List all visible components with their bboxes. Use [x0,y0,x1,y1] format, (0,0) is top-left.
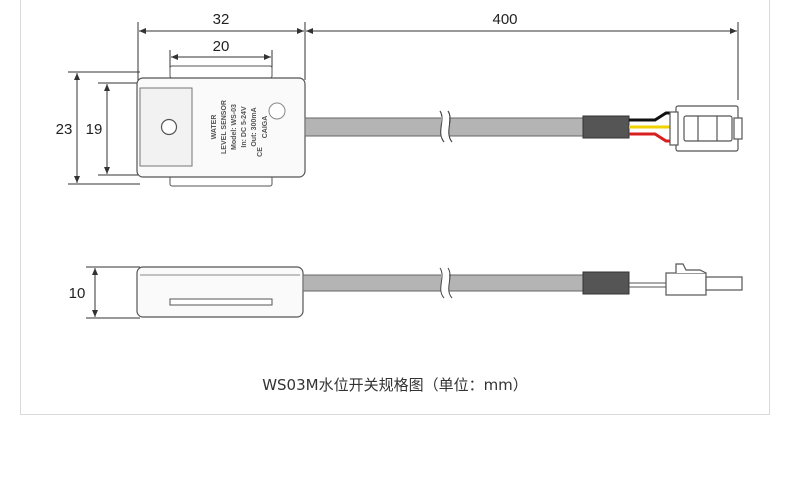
dim-inner-height: 19 [86,121,103,138]
sensor-top-view [136,65,306,187]
label-line1: WATER [211,115,218,140]
dim-thickness: 10 [69,285,86,302]
label-line2: LEVEL SENSOR [221,100,228,154]
drawing-frame [20,0,770,415]
sensor-side-view [136,263,743,318]
label-brand: CAIGA [262,116,269,139]
sensor-label: WATER LEVEL SENSOR Model: WS-03 In: DC 5… [211,100,269,154]
label-line5: Out: 300mA [251,107,258,146]
dim-cable-length: 400 [492,11,517,28]
label-line3: Model: WS-03 [231,104,238,150]
dimension-lines [68,22,739,319]
wires [629,111,676,143]
diagram-caption: WS03M水位开关规格图（单位：mm） [262,376,528,394]
ce-mark: CE [257,147,264,157]
label-line4: In: DC 5-24V [241,106,248,148]
dim-body-height: 23 [56,121,73,138]
connector-top [669,105,743,152]
dim-inner-width: 20 [213,38,230,55]
cable-top [304,110,630,143]
dim-body-width: 32 [213,11,230,28]
